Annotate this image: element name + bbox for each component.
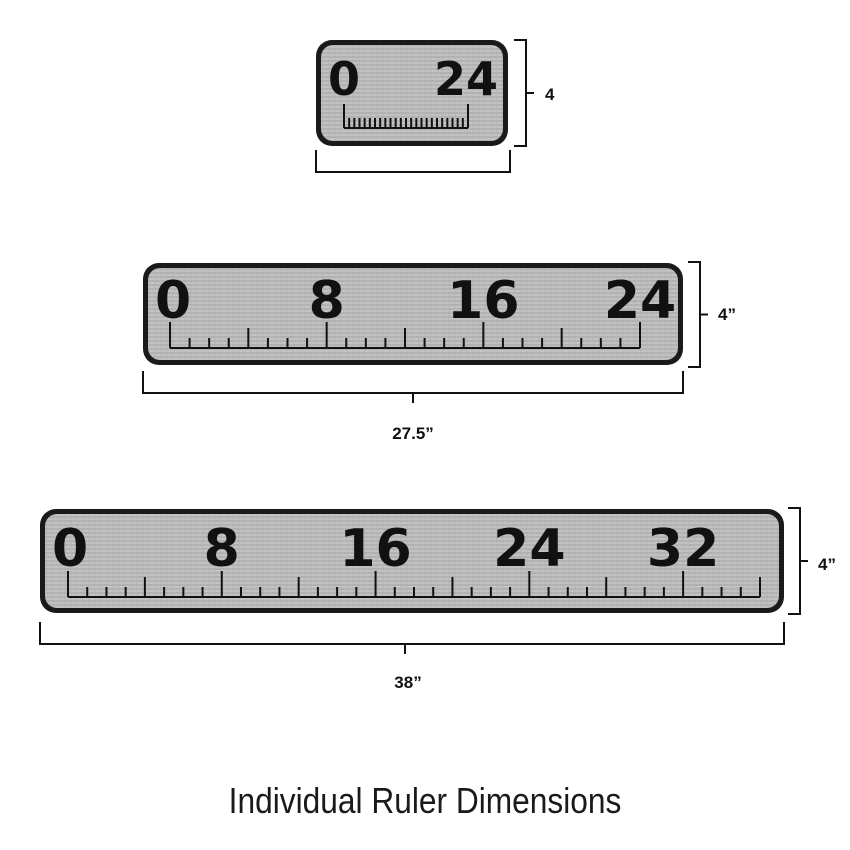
ruler-number: 0: [328, 52, 360, 106]
ruler-medium: 0 8 16 24 4” 27.5”: [142, 261, 736, 443]
height-dimension-line: [514, 39, 527, 147]
ruler-board: [148, 268, 678, 360]
width-dimension-line: [315, 150, 511, 173]
ruler-number: 0: [52, 519, 88, 579]
ruler-number: 8: [204, 519, 240, 579]
diagram-caption: Individual Ruler Dimensions: [228, 780, 622, 821]
height-label: 4: [545, 85, 555, 104]
ruler-board: [321, 45, 503, 141]
ruler-small: 0 24 4: [315, 39, 555, 173]
height-label: 4”: [718, 305, 736, 324]
height-dimension-line: [688, 261, 701, 368]
ruler-number: 24: [434, 52, 498, 106]
height-dimension-line: [788, 507, 801, 615]
ruler-number: 32: [647, 519, 719, 579]
ruler-number: 8: [309, 271, 345, 331]
ruler-number: 16: [447, 271, 519, 331]
ruler-number: 24: [493, 519, 565, 579]
ruler-number: 16: [339, 519, 411, 579]
width-dimension-line: [142, 371, 684, 394]
ruler-number: 24: [604, 271, 676, 331]
width-dimension-line: [39, 622, 785, 645]
ruler-number: 0: [155, 271, 191, 331]
ruler-large: 0 8 16 24 32 4” 38”: [39, 507, 836, 692]
height-label: 4”: [818, 555, 836, 574]
ruler-board: [45, 514, 779, 608]
width-label: 27.5”: [392, 424, 434, 443]
width-label: 38”: [394, 673, 421, 692]
